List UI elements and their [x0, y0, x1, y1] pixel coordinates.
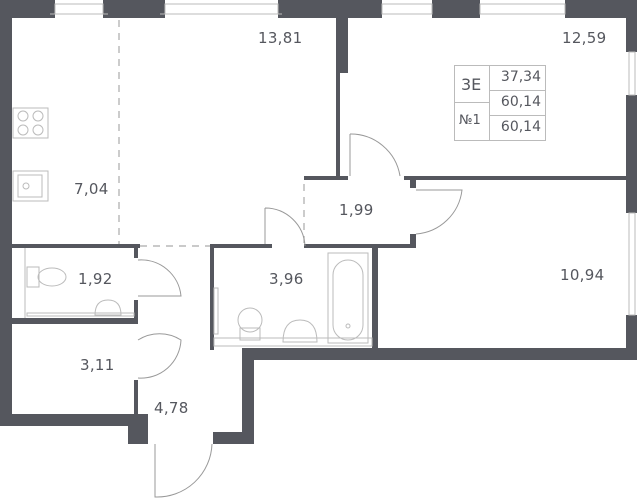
room-area-living-room: 13,81 — [258, 29, 303, 47]
room-area-bedroom-2: 10,94 — [560, 266, 605, 284]
room-area-bedroom-1: 12,59 — [562, 29, 607, 47]
living-area-value: 37,34 — [500, 69, 541, 85]
total-area-with-balcony-value: 60,14 — [500, 119, 541, 135]
total-area-value: 60,14 — [500, 94, 541, 110]
apartment-type-code: 3E — [461, 75, 482, 94]
room-area-kitchen: 7,04 — [74, 180, 109, 198]
room-area-corridor: 1,99 — [339, 201, 374, 219]
apartment-info-box: 3E №1 37,34 60,14 60,14 — [454, 65, 546, 141]
room-area-storage: 3,11 — [80, 356, 115, 374]
room-area-bathroom: 3,96 — [269, 270, 304, 288]
apartment-number: №1 — [459, 113, 481, 128]
room-area-toilet: 1,92 — [78, 270, 113, 288]
room-area-hallway: 4,78 — [154, 399, 189, 417]
